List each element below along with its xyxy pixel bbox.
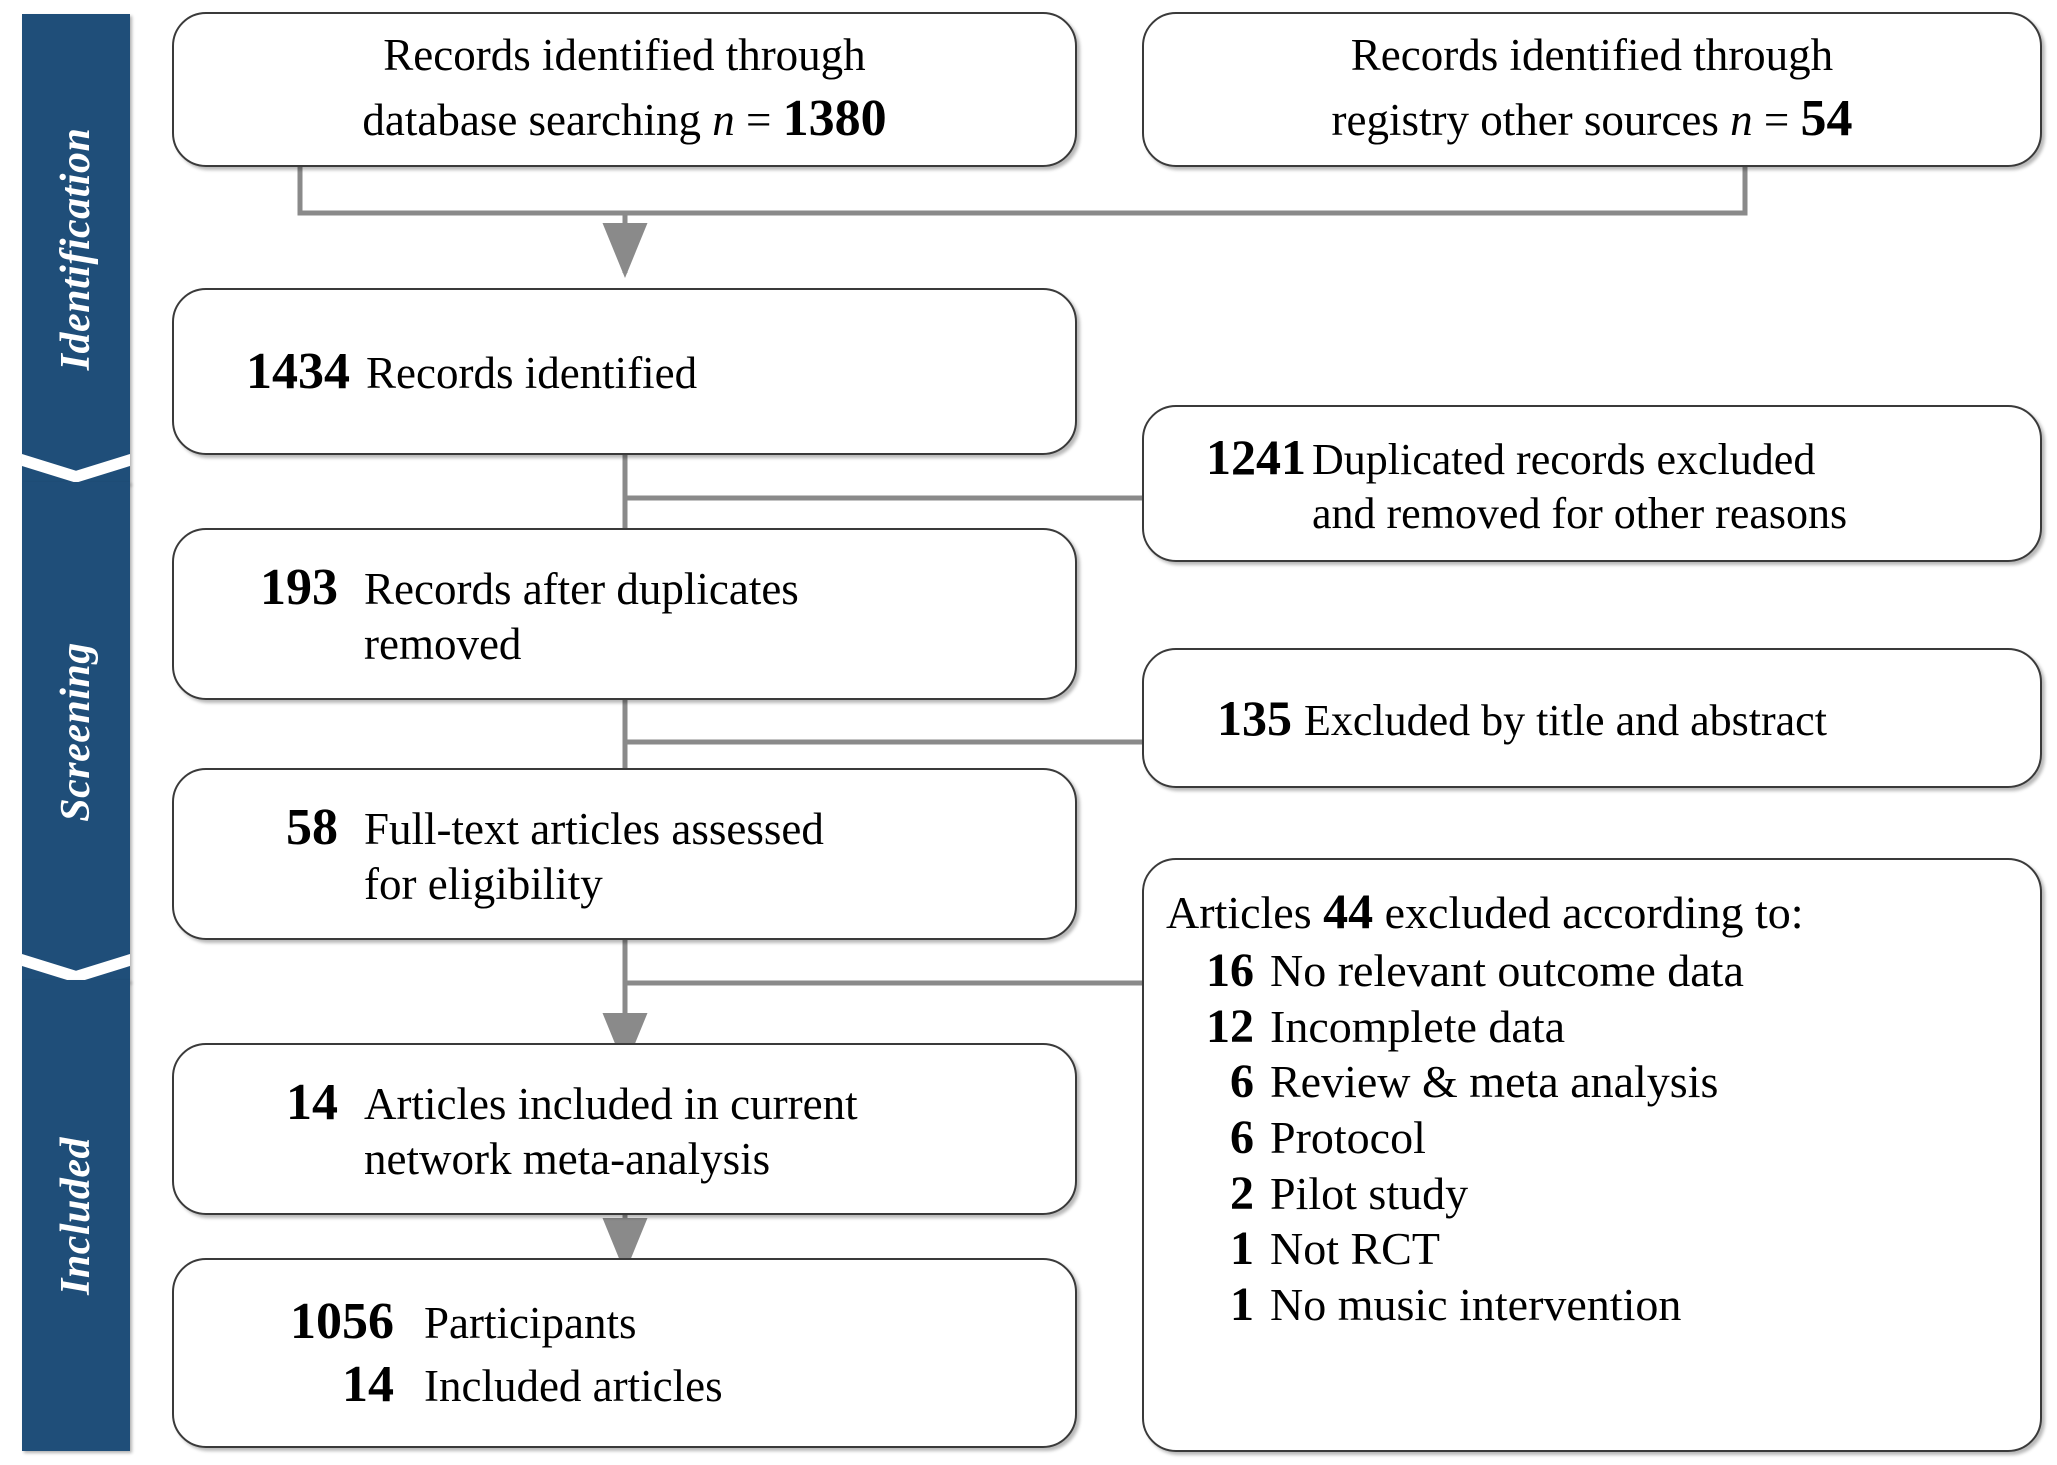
reason-item: 1 No music intervention [1166, 1277, 2018, 1333]
db-search-line1: Records identified through [383, 30, 866, 81]
excluded-title-abstract-text: Excluded by title and abstract [1304, 695, 1827, 745]
excluded-reasons-heading: Articles 44 excluded according to: [1166, 882, 2018, 941]
reason-number: 1 [1230, 1278, 1254, 1332]
final-count-participants-label: Participants [424, 1297, 637, 1348]
db-search-line2: database searching n = 1380 [200, 85, 1049, 153]
reason-number: 2 [1230, 1166, 1254, 1220]
reason-item: 2 Pilot study [1166, 1166, 2018, 1222]
stage-label-identification: Identification [53, 127, 99, 371]
reason-text: No music intervention [1270, 1279, 1682, 1331]
node-registry-sources: Records identified through registry othe… [1142, 12, 2042, 167]
final-count-row: 1056 Participants [204, 1290, 1045, 1353]
registry-value: 54 [1800, 89, 1853, 147]
registry-text: registry other sources [1331, 94, 1731, 145]
node-duplicates-excluded: 1241 Duplicated records excluded and rem… [1142, 405, 2042, 562]
reason-text: Not RCT [1270, 1223, 1440, 1275]
duplicates-excluded-line1: Duplicated records excluded [1312, 434, 1816, 484]
db-search-equals: = [734, 94, 783, 145]
reason-number: 6 [1230, 1055, 1254, 1109]
stage-rail: Identification Screening Included [22, 14, 130, 1451]
articles-included-text: Articles included in current network met… [364, 1077, 858, 1187]
articles-included-line2: network meta-analysis [364, 1134, 771, 1184]
reason-item: 6 Protocol [1166, 1110, 2018, 1166]
merge-connector [297, 167, 1748, 216]
articles-included-number: 14 [286, 1074, 338, 1132]
stage-label-included: Included [53, 1136, 99, 1295]
registry-line2: registry other sources n = 54 [1170, 85, 2014, 153]
db-search-text: database searching [362, 94, 713, 145]
reason-text: Incomplete data [1270, 1000, 1566, 1052]
after-duplicates-line1: Records after duplicates [364, 564, 799, 615]
reason-item: 16 No relevant outcome data [1166, 943, 2018, 999]
duplicates-excluded-number: 1241 [1206, 428, 1306, 485]
after-duplicates-number: 193 [260, 559, 338, 617]
node-database-searching: Records identified through database sear… [172, 12, 1077, 167]
fulltext-assessed-line1: Full-text articles assessed [364, 804, 824, 855]
stage-label-screening: Screening [53, 642, 99, 822]
articles-included-line1: Articles included in current [364, 1079, 858, 1130]
stage-band-screening: Screening [22, 482, 130, 982]
records-identified-number: 1434 [246, 342, 350, 400]
excluded-title-abstract-number: 135 [1217, 689, 1292, 746]
reason-number: 16 [1206, 944, 1254, 997]
reason-item: 1 Not RCT [1166, 1221, 2018, 1277]
db-search-n-symbol: n [712, 94, 735, 145]
node-after-duplicates-removed: 193 Records after duplicates removed [172, 528, 1077, 700]
registry-equals: = [1752, 94, 1801, 145]
fulltext-assessed-number: 58 [286, 799, 338, 857]
node-final-counts: 1056 Participants 14 Included articles [172, 1258, 1077, 1448]
excluded-reasons-heading-post: excluded according to: [1373, 887, 1804, 938]
node-excluded-title-abstract: 135 Excluded by title and abstract [1142, 648, 2042, 788]
reason-number: 6 [1230, 1111, 1254, 1165]
final-count-articles-label: Included articles [424, 1361, 723, 1411]
reason-text: Protocol [1270, 1112, 1426, 1164]
node-fulltext-assessed: 58 Full-text articles assessed for eligi… [172, 768, 1077, 940]
registry-line1: Records identified through [1350, 30, 1834, 81]
reason-item: 6 Review & meta analysis [1166, 1054, 2018, 1110]
reason-number: 1 [1230, 1222, 1254, 1276]
fulltext-assessed-text: Full-text articles assessed for eligibil… [364, 802, 824, 912]
final-count-row: 14 Included articles [204, 1353, 1045, 1416]
after-duplicates-text: Records after duplicates removed [364, 562, 799, 672]
final-count-articles-number: 14 [342, 1356, 394, 1413]
reason-number: 12 [1206, 999, 1254, 1053]
reason-text: No relevant outcome data [1270, 945, 1744, 996]
reason-item: 12 Incomplete data [1166, 999, 2018, 1055]
stage-band-identification: Identification [22, 14, 130, 484]
stage-band-included: Included [22, 980, 130, 1451]
node-articles-included: 14 Articles included in current network … [172, 1043, 1077, 1215]
excluded-reasons-heading-number: 44 [1323, 883, 1374, 939]
after-duplicates-line2: removed [364, 619, 522, 669]
excluded-reasons-heading-pre: Articles [1166, 887, 1324, 938]
node-records-identified: 1434 Records identified [172, 288, 1077, 455]
node-excluded-reasons: Articles 44 excluded according to: 16 No… [1142, 858, 2042, 1452]
duplicates-excluded-text: Duplicated records excluded and removed … [1312, 433, 1847, 540]
duplicates-excluded-line2: and removed for other reasons [1312, 488, 1848, 538]
reason-text: Pilot study [1270, 1167, 1469, 1219]
records-identified-text: Records identified [366, 347, 698, 398]
fulltext-assessed-line2: for eligibility [364, 859, 603, 909]
db-search-value: 1380 [782, 89, 887, 147]
final-count-participants-number: 1056 [290, 1292, 394, 1350]
registry-n-symbol: n [1730, 94, 1753, 145]
reason-text: Review & meta analysis [1270, 1056, 1719, 1108]
